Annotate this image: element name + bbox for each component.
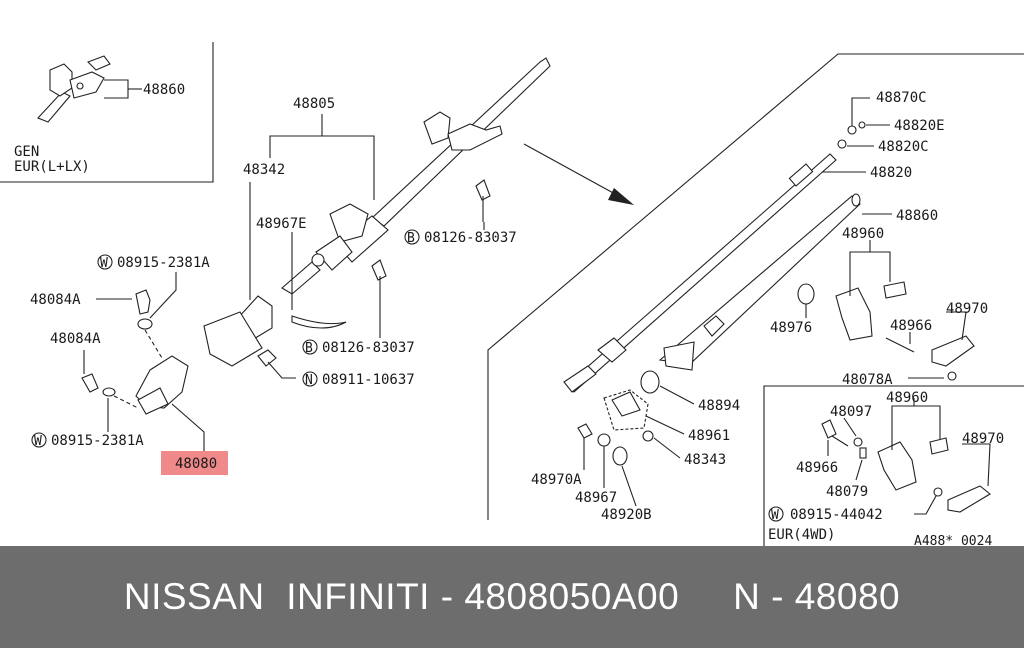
label-48960-top: 48960 (842, 226, 884, 242)
label-48080: 48080 (175, 456, 217, 472)
highlight-48080 (161, 451, 228, 475)
marker-w-4wd: W (771, 508, 779, 523)
leader-lines-48080: W 08915-2381A 48084A 48084A W 08915-2381… (30, 254, 228, 475)
bracket-48860-detail (37, 55, 111, 123)
label-48976: 48976 (770, 320, 812, 336)
label-48966-top: 48966 (890, 318, 932, 334)
label-48078a: 48078A (842, 372, 893, 388)
label-08126-83037-top: 08126-83037 (424, 230, 517, 246)
label-48097: 48097 (830, 404, 872, 420)
label-48970-bottom: 48970 (962, 431, 1004, 447)
label-48084a-2: 48084A (50, 331, 101, 347)
marker-b-bottom: B (305, 341, 313, 356)
steering-column-right (563, 121, 975, 466)
label-48820: 48820 (870, 165, 912, 181)
leader-lines-inset-4wd: 48097 48960 48970 48966 48079 W 08915-44… (768, 390, 1004, 546)
direction-arrow (523, 143, 634, 205)
label-eur-l-lx: EUR(L+LX) (14, 159, 90, 175)
label-48343: 48343 (684, 452, 726, 468)
label-48967: 48967 (575, 490, 617, 506)
label-48894: 48894 (698, 398, 740, 414)
steering-column-left (203, 57, 551, 367)
label-48961: 48961 (688, 428, 730, 444)
inset-gen-eur: 48860 GEN EUR(L+LX) (0, 42, 214, 183)
marker-w-top: W (100, 256, 108, 271)
label-48960-bottom: 48960 (886, 390, 928, 406)
label-48079: 48079 (826, 484, 868, 500)
label-gen: GEN (14, 144, 39, 160)
label-48342: 48342 (243, 162, 285, 178)
label-08911-10637: 08911-10637 (322, 372, 415, 388)
footer-banner: NISSAN INFINITI - 4808050A00 N - 48080 (0, 546, 1024, 648)
label-48967e: 48967E (256, 216, 307, 232)
parts-diagram: 48860 GEN EUR(L+LX) 48805 483 (0, 42, 1024, 546)
bracket-48080-assembly (81, 289, 189, 415)
label-48805: 48805 (293, 96, 335, 112)
label-08915-44042: 08915-44042 (790, 507, 883, 523)
inset-eur-4wd (763, 385, 1024, 546)
label-eur-4wd: EUR(4WD) (768, 527, 835, 543)
right-panel-frame (487, 53, 1024, 520)
label-48084a-1: 48084A (30, 292, 81, 308)
label-08915-2381a-top: 08915-2381A (117, 255, 210, 271)
label-48970a: 48970A (531, 472, 582, 488)
label-08126-83037-bottom: 08126-83037 (322, 340, 415, 356)
label-48870c: 48870C (876, 90, 927, 106)
label-48966-bottom: 48966 (796, 460, 838, 476)
label-48970-top: 48970 (946, 301, 988, 317)
steering-column-exploded-view: 48860 GEN EUR(L+LX) 48805 483 (0, 42, 1024, 546)
label-48920b: 48920B (601, 507, 652, 523)
marker-b-top: B (407, 231, 415, 246)
label-48860-inset: 48860 (143, 82, 185, 98)
label-48820c: 48820C (878, 139, 929, 155)
label-48820e: 48820E (894, 118, 945, 134)
label-08915-2381a-bottom: 08915-2381A (51, 433, 144, 449)
leader-lines-left: 48805 48342 48967E B 08126-83037 B 08126… (243, 96, 517, 388)
marker-n: N (305, 373, 313, 388)
leader-lines-right: 48870C 48820E 48820C 48820 48860 48960 4… (531, 90, 988, 523)
label-48860-right: 48860 (896, 208, 938, 224)
footer-part-number: NISSAN INFINITI - 4808050A00 N - 48080 (123, 576, 901, 617)
diagram-code: A488* 0024 (914, 534, 992, 546)
marker-w-bottom: W (34, 434, 42, 449)
